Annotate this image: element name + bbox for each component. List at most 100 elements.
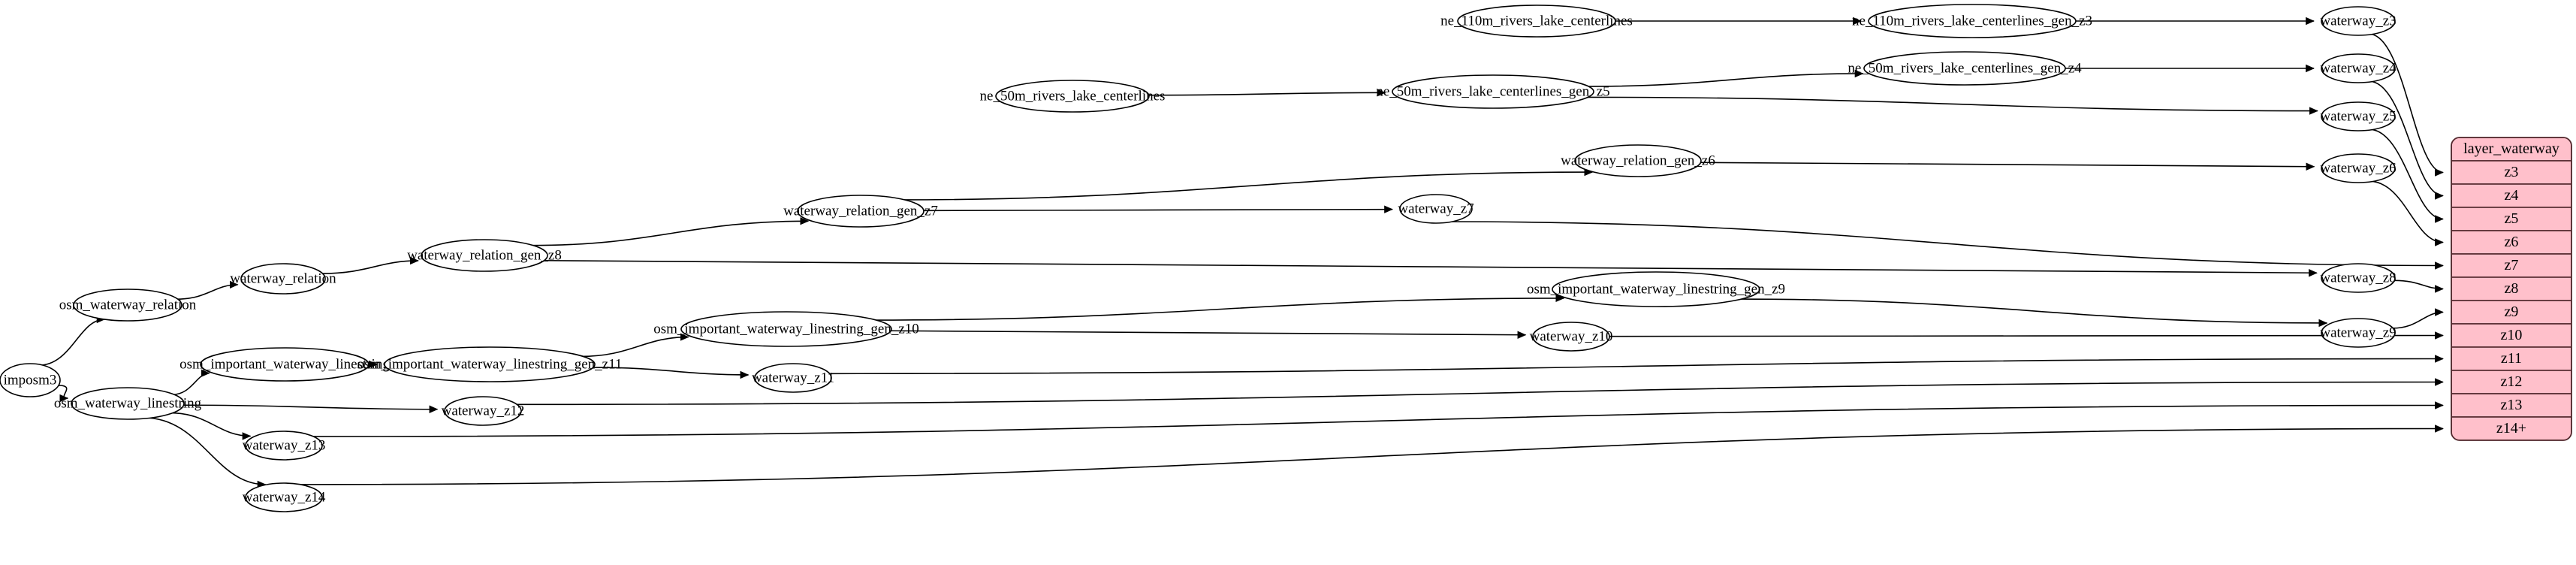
- node-shape: [1868, 4, 2077, 38]
- node-label: osm_important_waterway_linestring: [179, 356, 390, 372]
- table-row-label: z8: [2505, 280, 2519, 297]
- graph-node-waterway_z10[interactable]: waterway_z10: [1530, 322, 1613, 352]
- node-shape: [0, 363, 61, 397]
- node-label: waterway_z11: [752, 370, 834, 385]
- graph-node-waterway_relation[interactable]: waterway_relation: [230, 263, 336, 295]
- node-shape: [73, 289, 182, 322]
- node-label: ne_50m_rivers_lake_centerlines: [980, 88, 1166, 104]
- edge-waterway_z3-to-layer_waterway_z3: [2368, 33, 2444, 177]
- node-shape: [200, 347, 370, 382]
- node-label: waterway_z3: [2320, 13, 2396, 29]
- node-shape: [384, 346, 596, 382]
- graph-node-waterway_z7[interactable]: waterway_z7: [1398, 194, 1474, 224]
- graph-node-imposm3[interactable]: imposm3: [0, 363, 61, 397]
- edge-waterway_z8-to-layer_waterway_z8: [2394, 279, 2444, 293]
- node-label: ne_50m_rivers_lake_centerlines_gen_z4: [1848, 60, 2082, 76]
- node-shape: [754, 363, 832, 393]
- edge-waterway_relation_gen_z8-to-waterway_z8: [543, 259, 2318, 277]
- node-label: waterway_z13: [243, 437, 326, 453]
- table-row-label: z14+: [2496, 420, 2526, 437]
- node-shape: [1399, 194, 1473, 224]
- edge-waterway_relation_gen_z7-to-waterway_z7: [923, 205, 1393, 213]
- graph-node-waterway_relation_gen_z7[interactable]: waterway_relation_gen_z7: [783, 195, 938, 228]
- table-row-label: z9: [2505, 304, 2519, 320]
- graph-node-waterway_z14[interactable]: waterway_z14: [243, 482, 326, 512]
- graph-node-osm_important_waterway_linestring_gen_z10[interactable]: osm_important_waterway_linestring_gen_z1…: [653, 311, 919, 347]
- edge-waterway_z5-to-layer_waterway_z5: [2368, 128, 2444, 223]
- graph-node-waterway_z9[interactable]: waterway_z9: [2320, 318, 2397, 348]
- graph-node-osm_important_waterway_linestring_gen_z11[interactable]: osm_important_waterway_linestring_gen_z1…: [357, 346, 623, 382]
- table-row-z5[interactable]: [2451, 207, 2571, 231]
- edge-ne_50m_rivers_lake_centerlines-to-ne_50m_rivers_lake_centerlines_gen_z5: [1148, 89, 1386, 97]
- table-row-z8[interactable]: [2451, 276, 2571, 301]
- edge-waterway_z13-to-layer_waterway_z13: [311, 401, 2444, 437]
- graph-node-waterway_relation_gen_z6[interactable]: waterway_relation_gen_z6: [1561, 144, 1715, 177]
- edge-osm_waterway_linestring-to-waterway_z12: [183, 404, 439, 413]
- node-label: waterway_z9: [2320, 325, 2396, 340]
- node-shape: [1457, 5, 1616, 38]
- node-shape: [1863, 51, 2066, 86]
- node-shape: [245, 431, 323, 461]
- graph-node-osm_waterway_relation[interactable]: osm_waterway_relation: [59, 289, 197, 322]
- node-label: ne_110m_rivers_lake_centerlines_gen_z3: [1852, 13, 2092, 29]
- edge-osm_waterway_linestring-to-waterway_z13: [169, 412, 252, 440]
- node-shape: [2321, 6, 2396, 36]
- node-label: waterway_z14: [243, 489, 326, 505]
- node-shape: [444, 396, 522, 426]
- edge-waterway_z12-to-layer_waterway_z12: [515, 378, 2444, 406]
- edge-osm_important_waterway_linestring_gen_z10-to-waterway_z10: [891, 330, 1527, 339]
- node-label: waterway_z8: [2320, 270, 2396, 286]
- edge-osm_important_waterway_linestring_gen_z9-to-waterway_z9: [1736, 298, 2328, 328]
- graph-node-osm_important_waterway_linestring_gen_z9[interactable]: osm_important_waterway_linestring_gen_z9: [1527, 271, 1785, 307]
- graph-node-ne_50m_rivers_lake_centerlines_gen_z5[interactable]: ne_50m_rivers_lake_centerlines_gen_z5: [1376, 74, 1610, 109]
- node-shape: [2321, 318, 2396, 348]
- edge-ne_50m_rivers_lake_centerlines_gen_z5-to-ne_50m_rivers_lake_centerlines_gen_z4: [1587, 69, 1864, 87]
- edge-waterway_z10-to-layer_waterway_z10: [1609, 331, 2444, 340]
- graph-node-waterway_z13[interactable]: waterway_z13: [243, 431, 326, 461]
- graph-node-ne_50m_rivers_lake_centerlines_gen_z4[interactable]: ne_50m_rivers_lake_centerlines_gen_z4: [1848, 51, 2082, 86]
- table-row-label: z12: [2501, 373, 2523, 390]
- graph-node-waterway_z11[interactable]: waterway_z11: [752, 363, 834, 393]
- node-shape: [2321, 153, 2396, 183]
- edge-osm_waterway_linestring-to-osm_important_waterway_linestring: [171, 369, 210, 396]
- edge-waterway_z7-to-layer_waterway_z7: [1446, 221, 2444, 270]
- graph-node-osm_important_waterway_linestring[interactable]: osm_important_waterway_linestring: [179, 347, 390, 382]
- edge-osm_waterway_linestring-to-waterway_z14: [143, 417, 267, 489]
- graph-node-waterway_z3[interactable]: waterway_z3: [2320, 6, 2397, 36]
- table-row-z4[interactable]: [2451, 183, 2571, 208]
- node-label: osm_important_waterway_linestring_gen_z1…: [653, 321, 919, 337]
- graph-node-waterway_relation_gen_z8[interactable]: waterway_relation_gen_z8: [407, 239, 562, 272]
- edge-imposm3-to-osm_waterway_linestring: [58, 385, 69, 403]
- table-row-label: z4: [2505, 187, 2519, 204]
- table-row-z14+[interactable]: [2451, 416, 2571, 440]
- graph-node-ne_110m_rivers_lake_centerlines[interactable]: ne_110m_rivers_lake_centerlines: [1440, 5, 1633, 38]
- graph-node-ne_50m_rivers_lake_centerlines[interactable]: ne_50m_rivers_lake_centerlines: [980, 80, 1166, 113]
- graph-node-waterway_z4[interactable]: waterway_z4: [2320, 53, 2397, 83]
- node-label: waterway_relation_gen_z7: [783, 203, 938, 219]
- graph-node-ne_110m_rivers_lake_centerlines_gen_z3[interactable]: ne_110m_rivers_lake_centerlines_gen_z3: [1852, 4, 2092, 38]
- graph-node-waterway_z12[interactable]: waterway_z12: [442, 396, 525, 426]
- table-row-z13[interactable]: [2451, 393, 2571, 418]
- graph-node-waterway_z6[interactable]: waterway_z6: [2320, 153, 2397, 183]
- table-row-z10[interactable]: [2451, 323, 2571, 348]
- table-row-label: z7: [2505, 257, 2519, 273]
- graph-node-osm_waterway_linestring[interactable]: osm_waterway_linestring: [54, 387, 202, 420]
- edge-ne_50m_rivers_lake_centerlines_gen_z5-to-waterway_z5: [1586, 96, 2318, 115]
- graph-node-waterway_z8[interactable]: waterway_z8: [2320, 263, 2397, 293]
- edge-osm_important_waterway_linestring_gen_z11-to-waterway_z11: [593, 367, 750, 379]
- table-outline: [2451, 137, 2572, 441]
- table-row-label: z10: [2501, 327, 2523, 343]
- node-label: ne_50m_rivers_lake_centerlines_gen_z5: [1376, 83, 1609, 99]
- edge-waterway_relation_gen_z6-to-waterway_z6: [1700, 162, 2315, 171]
- layer-waterway-table: layer_waterwayz3z4z5z6z7z8z9z10z11z12z13…: [2451, 137, 2572, 441]
- node-shape: [71, 387, 185, 420]
- node-shape: [421, 239, 548, 272]
- node-shape: [680, 311, 892, 347]
- edge-waterway_relation_gen_z8-to-waterway_relation_gen_z7: [529, 217, 810, 246]
- table-row-label: z6: [2505, 234, 2519, 250]
- node-label: waterway_z7: [1398, 201, 1474, 216]
- table-row-z7[interactable]: [2451, 253, 2571, 278]
- edge-waterway_z11-to-layer_waterway_z11: [829, 355, 2444, 375]
- graph-node-waterway_z5[interactable]: waterway_z5: [2320, 101, 2397, 131]
